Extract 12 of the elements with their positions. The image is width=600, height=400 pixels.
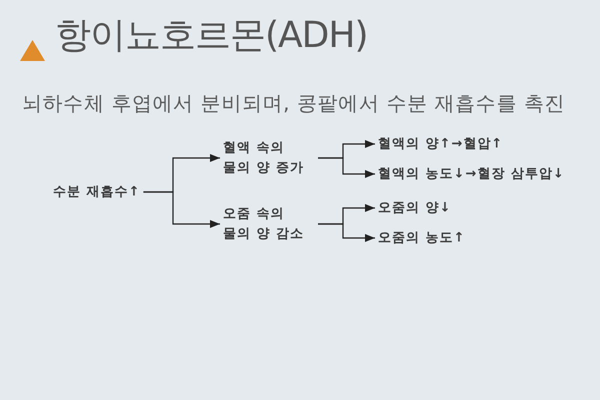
flow-text: 오줌 속의 물의 양 감소 (223, 204, 315, 244)
flow-text: 혈액의 농도↓→혈장 삼투압↓ (378, 164, 565, 184)
arrow (318, 157, 375, 178)
arrow (318, 223, 375, 242)
flow-text: 혈액 속의 물의 양 증가 (223, 138, 315, 178)
flow-text: 혈액의 양↑→혈압↑ (378, 134, 504, 154)
arrow (143, 191, 220, 228)
flow-text: 오줌의 양↓ (378, 198, 452, 218)
subtitle-text: 뇌하수체 후엽에서 분비되며, 콩팥에서 수분 재흡수를 촉진 (22, 90, 566, 116)
title: 항이뇨호르몬(ADH) (55, 14, 368, 58)
flow-text: 오줌의 농도↑ (378, 228, 466, 248)
flow-text: 수분 재흡수↑ (53, 182, 140, 202)
